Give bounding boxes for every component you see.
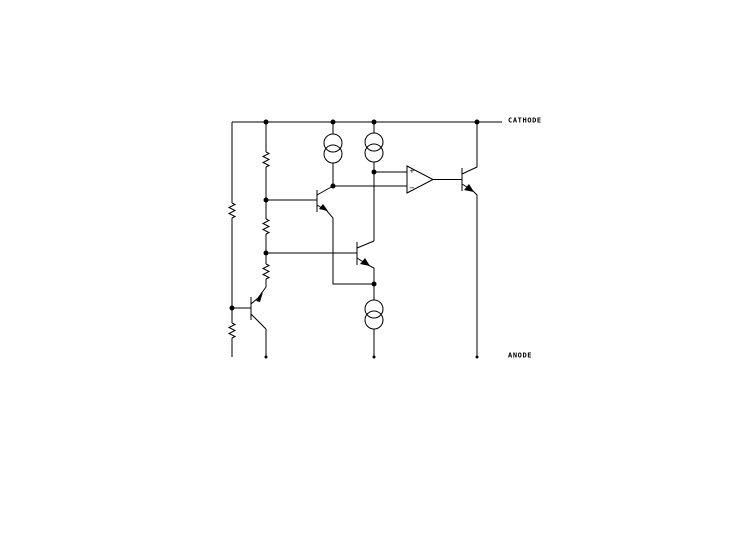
resistor-r3 xyxy=(261,263,271,280)
resistor-string xyxy=(257,122,271,357)
transistor-q3 xyxy=(356,240,375,284)
resistor-r1 xyxy=(261,151,271,168)
current-source-i3 xyxy=(364,284,384,357)
resistor-r2 xyxy=(261,218,271,235)
transistor-q1 xyxy=(232,292,267,330)
left-divider xyxy=(227,122,237,357)
current-source-i1 xyxy=(323,122,343,186)
output-transistor xyxy=(461,122,478,357)
opamp-minus-sign: − xyxy=(409,184,415,192)
anode-label: ANODE xyxy=(508,352,532,360)
current-source-i2 xyxy=(364,122,384,241)
base-feed-wires xyxy=(266,199,357,254)
resistor-left-lower xyxy=(227,322,237,339)
resistor-left-upper xyxy=(227,202,237,219)
transistor-q2 xyxy=(316,185,374,285)
junction-dots xyxy=(229,119,480,359)
cathode-label: CATHODE xyxy=(508,117,542,125)
opamp-plus-sign: + xyxy=(409,167,415,175)
op-amp xyxy=(333,165,462,194)
